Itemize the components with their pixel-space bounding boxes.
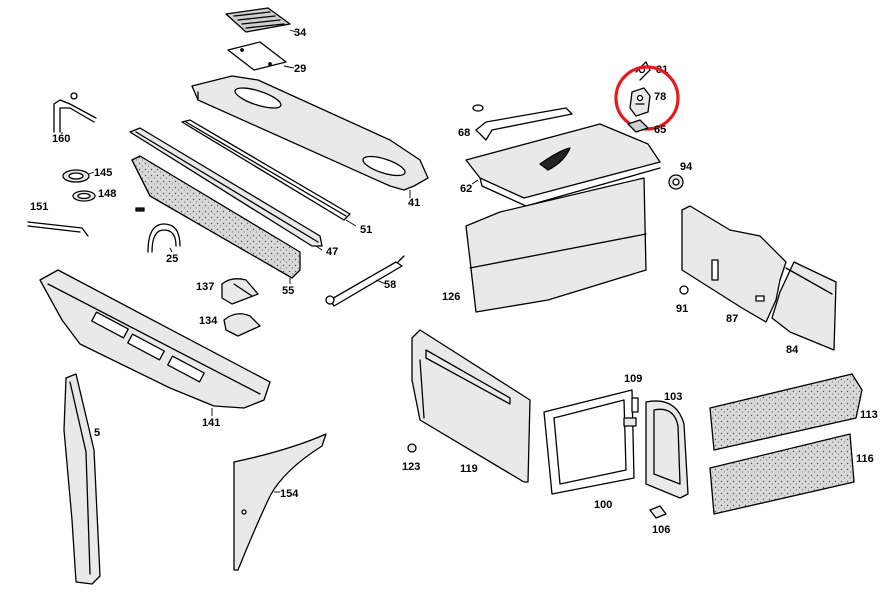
part-106-clip[interactable] [649,505,667,519]
part-47-strip[interactable] [129,127,323,247]
label-141: 141 [202,417,220,429]
label-134: 134 [199,315,218,327]
part-145-grommet[interactable] [62,169,90,183]
label-113: 113 [860,409,878,421]
label-55: 55 [282,285,294,297]
label-103: 103 [664,391,682,403]
part-78-bracket[interactable] [629,87,651,117]
part-25-spring-clip[interactable] [135,207,181,253]
label-5: 5 [94,427,100,439]
part-65-bracket[interactable] [627,119,649,133]
label-25: 25 [166,253,178,265]
label-65: 65 [654,124,666,136]
part-84-rear-panel[interactable] [771,261,837,351]
part-91-grommet[interactable] [679,285,689,295]
label-68: 68 [458,127,470,139]
label-41: 41 [408,197,420,209]
label-62: 62 [460,183,472,195]
label-84: 84 [786,344,799,356]
part-81-clip[interactable] [635,61,651,81]
label-154: 154 [280,488,299,500]
part-62-tray[interactable] [465,123,661,207]
label-160: 160 [52,133,70,145]
part-5-pillar-trim[interactable] [63,373,101,585]
label-91: 91 [676,303,688,315]
label-78: 78 [654,91,666,103]
label-145: 145 [94,167,112,179]
label-94: 94 [680,161,693,173]
label-87: 87 [726,313,738,325]
label-151: 151 [30,201,48,213]
label-116: 116 [856,453,874,465]
part-154-side-panel[interactable] [233,433,327,571]
part-55-panel[interactable] [131,155,301,279]
label-51: 51 [360,224,372,236]
part-34-mat[interactable] [225,7,291,33]
part-41-parcel-shelf[interactable] [191,75,429,191]
label-29: 29 [294,63,306,75]
part-58-rod[interactable] [325,255,405,307]
part-68-rod[interactable] [472,104,573,141]
part-123-clip[interactable] [407,443,417,453]
part-109-clip[interactable] [631,397,639,413]
part-116-strip[interactable] [709,433,855,515]
part-160-hook[interactable] [53,92,97,133]
label-126: 126 [442,291,460,303]
part-126-panel[interactable] [465,177,647,313]
part-148-grommet[interactable] [72,190,96,202]
part-134-vent[interactable] [223,313,261,337]
part-137-vent[interactable] [221,278,259,305]
part-87-rear-panel[interactable] [681,205,787,323]
label-109: 109 [624,373,642,385]
part-100-frame[interactable] [543,389,637,495]
label-119: 119 [460,463,478,475]
label-34: 34 [294,27,307,39]
part-103-window-trim[interactable] [645,400,689,499]
part-94-grommet[interactable] [668,174,684,190]
part-141-shelf[interactable] [39,269,271,409]
part-113-strip[interactable] [709,373,863,451]
part-29-plate[interactable] [227,41,287,71]
label-137: 137 [196,281,214,293]
part-51-strip[interactable] [181,119,351,221]
label-58: 58 [384,279,396,291]
label-148: 148 [98,188,116,200]
part-119-door-panel[interactable] [411,329,531,483]
label-106: 106 [652,524,670,536]
label-100: 100 [594,499,612,511]
label-123: 123 [402,461,420,473]
part-151-rod[interactable] [27,221,89,237]
label-47: 47 [326,246,338,258]
